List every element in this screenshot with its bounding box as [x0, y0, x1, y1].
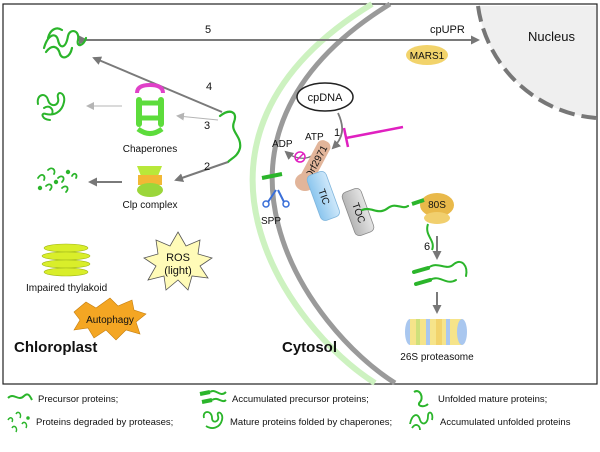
- atp-label: ATP: [305, 132, 324, 143]
- chloroplast-envelope: [249, 1, 397, 386]
- inner-envelope-membrane: [249, 1, 377, 386]
- degraded-proteins-icon: [37, 167, 78, 193]
- spp-label: SPP: [261, 216, 281, 227]
- chaperones: Chaperones: [123, 82, 177, 155]
- ros-light-label: (light): [164, 265, 192, 277]
- step-6-label: 6: [424, 241, 430, 253]
- clp-complex: Clp complex: [122, 166, 178, 211]
- autophagy-label: Autophagy: [86, 315, 134, 326]
- ribosome-80s: 80S: [411, 193, 454, 251]
- nucleus-label: Nucleus: [528, 29, 575, 44]
- cpupr-label: cpUPR: [430, 24, 465, 36]
- step-2-label: 2: [204, 161, 210, 173]
- cytosol-label: Cytosol: [282, 339, 337, 356]
- step-1-label: 1: [334, 127, 340, 139]
- step-4-label: 4: [206, 81, 212, 93]
- adp-label: ADP: [272, 139, 293, 150]
- ribosome-label: 80S: [428, 200, 446, 211]
- legend-item-unfolded-mature: Unfolded mature proteins;: [413, 390, 547, 408]
- legend-accumulated-unfolded-icon: [409, 411, 434, 431]
- chloroplast-label: Chloroplast: [14, 339, 97, 356]
- folded-protein-icon: [36, 92, 66, 121]
- legend-folded-icon: [202, 411, 224, 429]
- figure-frame: [2, 3, 598, 385]
- mars1-label: MARS1: [410, 51, 445, 62]
- arrow-step-2: [174, 161, 229, 182]
- legend-degraded-icon: [7, 411, 30, 433]
- toc-translocon: TOC: [341, 187, 375, 237]
- step-5-label: 5: [205, 24, 211, 36]
- mars1: MARS1: [406, 45, 448, 65]
- accumulated-unfolded-proteins-icon: [42, 27, 88, 59]
- chaperones-label: Chaperones: [123, 144, 177, 155]
- tic-label: TIC: [315, 188, 331, 207]
- autophagy-burst: Autophagy: [73, 297, 147, 341]
- legend-item-accumulated-unfolded: Accumulated unfolded proteins: [409, 411, 571, 431]
- tic-translocon: TIC: [306, 170, 340, 221]
- arrow-step-3: [176, 112, 219, 121]
- legend-precursor-label: Precursor proteins;: [38, 394, 118, 405]
- legend: Precursor proteins; Accumulated precurso…: [7, 390, 571, 433]
- accumulated-precursor-proteins-icon: [412, 260, 468, 286]
- proteasome-26s: 26S proteasome: [400, 319, 474, 363]
- cpdna-label: cpDNA: [308, 92, 344, 104]
- legend-accumulated-precursor-icon: [199, 390, 227, 404]
- legend-unfolded-mature-icon: [413, 390, 429, 408]
- impaired-thylakoid: Impaired thylakoid: [26, 243, 107, 294]
- cpdna: cpDNA: [296, 82, 354, 112]
- inhibition-bar: [342, 125, 404, 148]
- ros-label: ROS: [166, 252, 190, 264]
- legend-item-degraded: Proteins degraded by proteases;: [7, 411, 173, 433]
- legend-item-accumulated-precursor: Accumulated precursor proteins;: [199, 390, 369, 405]
- thylakoid-label: Impaired thylakoid: [26, 283, 107, 294]
- legend-item-precursor: Precursor proteins;: [7, 393, 118, 405]
- legend-precursor-icon: [7, 393, 33, 401]
- spp-scissors-icon: SPP: [261, 172, 290, 227]
- precursor-protein-import: [360, 204, 410, 213]
- precursor-protein-stroma: [218, 110, 242, 164]
- legend-degraded-label: Proteins degraded by proteases;: [36, 417, 173, 428]
- arrow-step-1: [331, 112, 344, 150]
- legend-unfolded-mature-label: Unfolded mature proteins;: [438, 394, 547, 405]
- clp-complex-label: Clp complex: [122, 200, 177, 211]
- legend-folded-label: Mature proteins folded by chaperones;: [230, 417, 392, 428]
- legend-accumulated-unfolded-label: Accumulated unfolded proteins: [440, 417, 571, 428]
- legend-item-folded: Mature proteins folded by chaperones;: [202, 411, 392, 429]
- legend-accumulated-precursor-label: Accumulated precursor proteins;: [232, 394, 369, 405]
- outer-envelope-membrane: [269, 1, 397, 386]
- no-atp-symbol: [294, 151, 306, 163]
- ros-burst: ROS (light): [143, 231, 213, 291]
- step-3-label: 3: [204, 120, 210, 132]
- proteasome-label: 26S proteasome: [400, 352, 474, 363]
- nucleus: Nucleus: [476, 5, 597, 120]
